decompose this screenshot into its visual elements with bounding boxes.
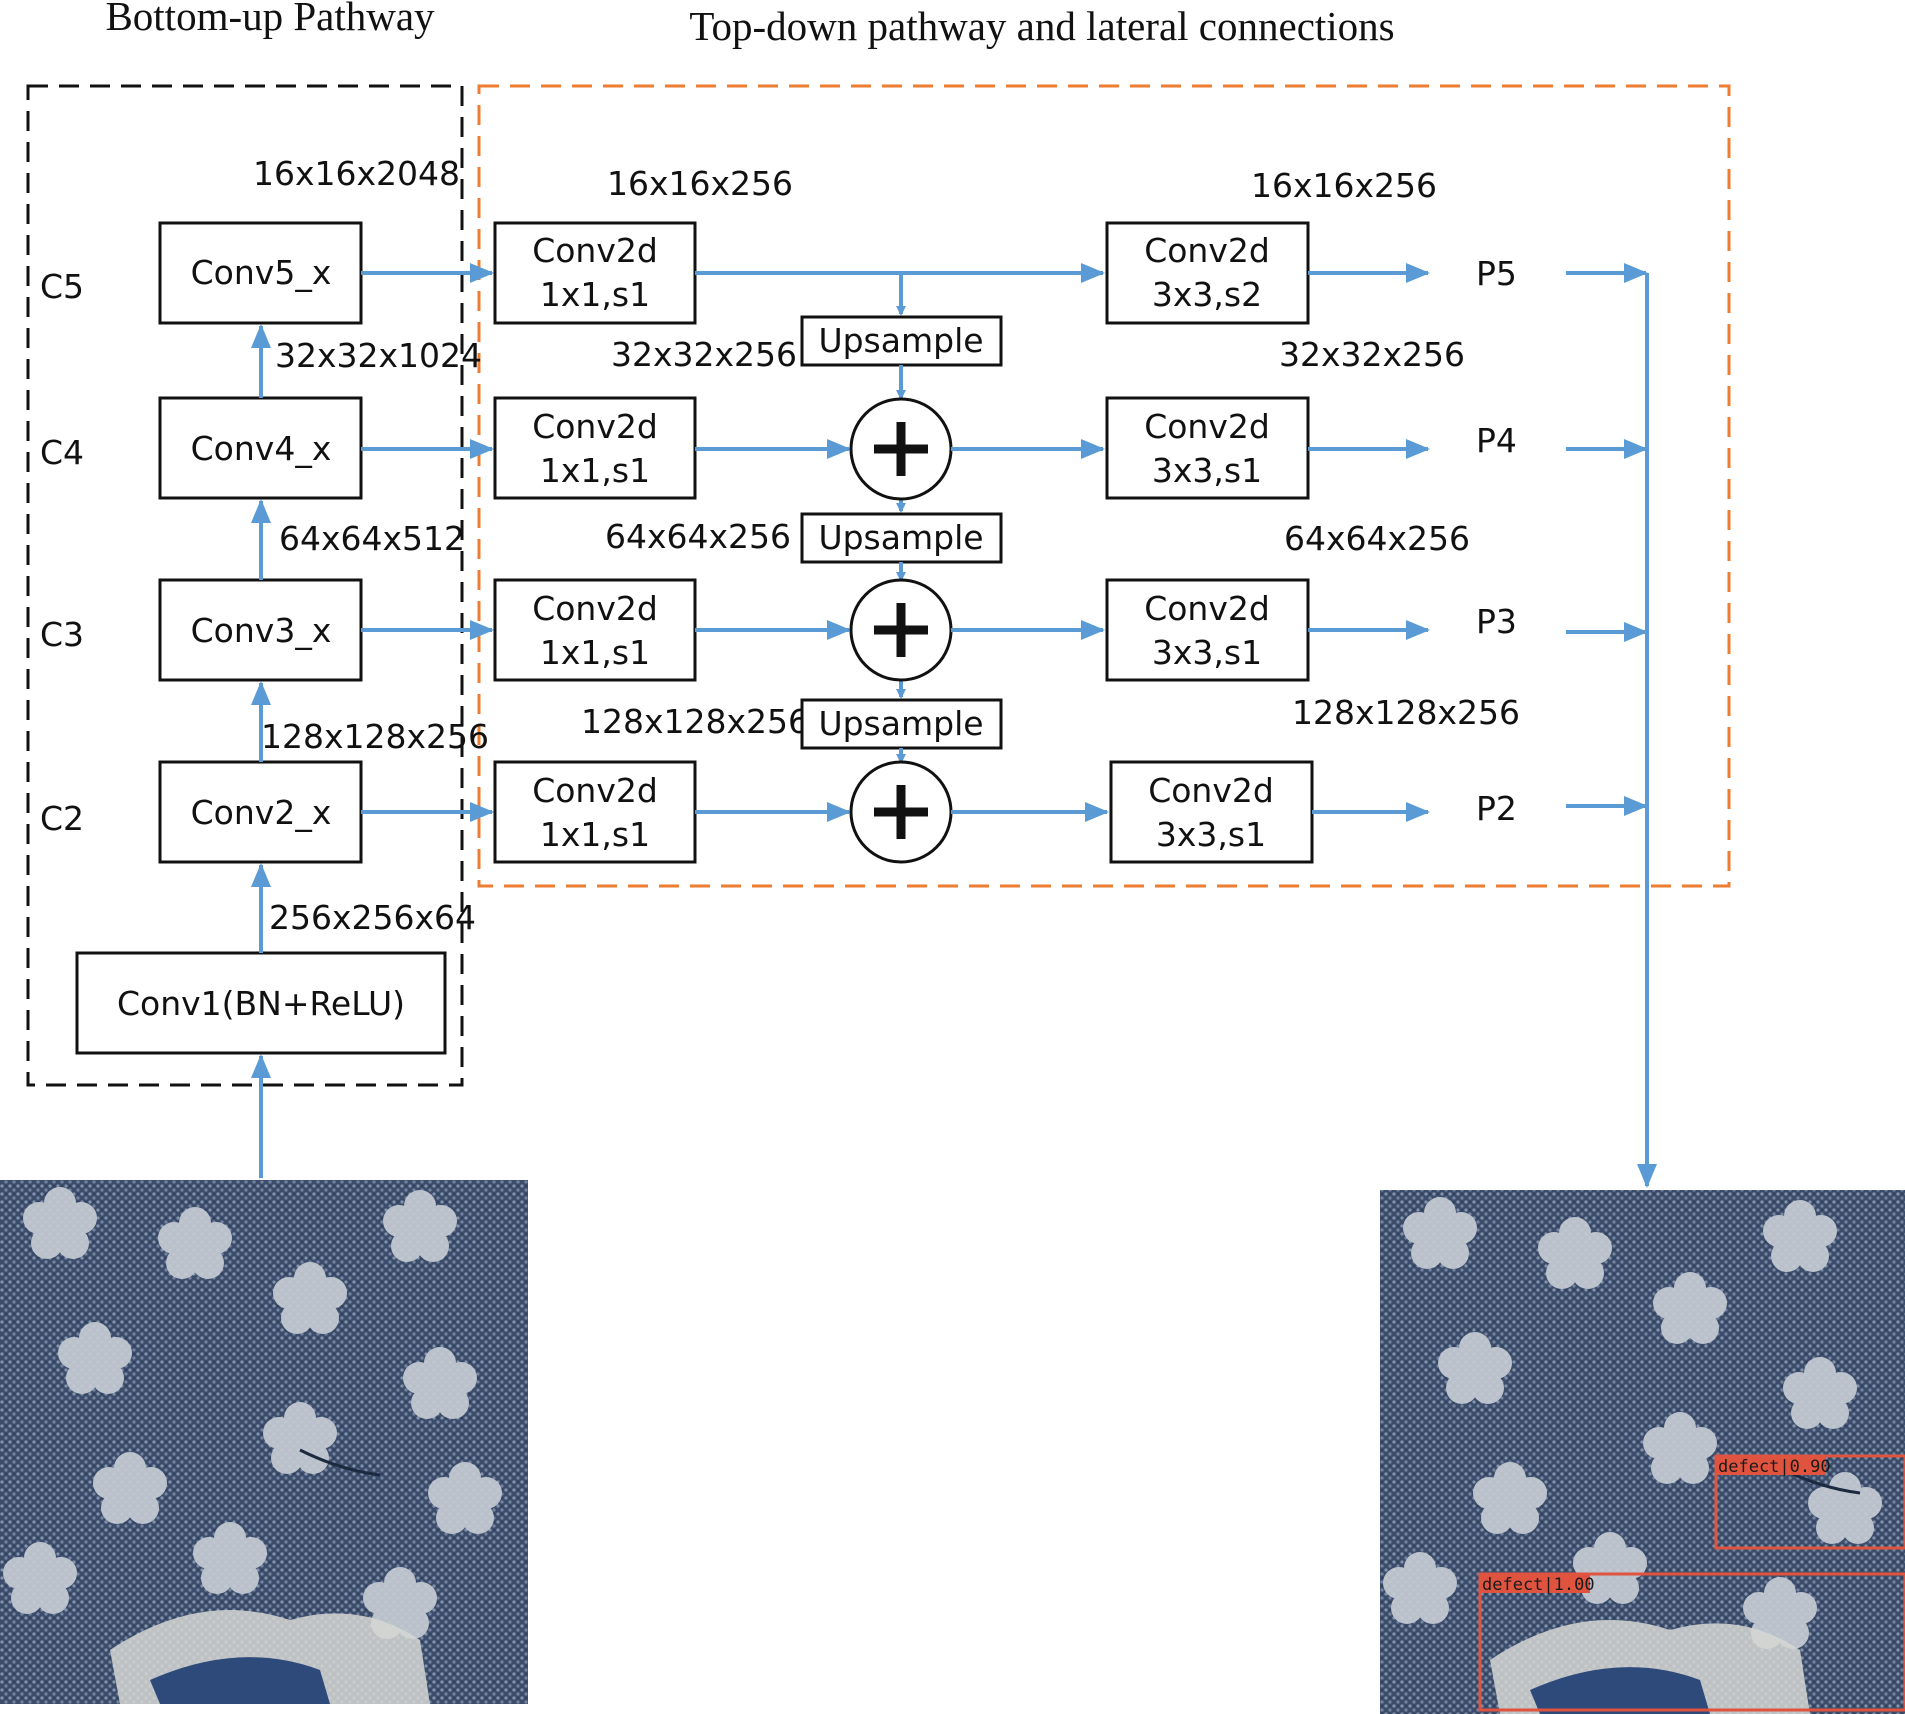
upsample-block-4 bbox=[800, 315, 1003, 367]
lateral-conv4-param: 1x1,s1 bbox=[540, 451, 650, 490]
upsample-label-2: Upsample bbox=[818, 704, 983, 743]
lateral-conv2-name: Conv2d bbox=[532, 771, 658, 810]
conv2-block bbox=[158, 760, 363, 864]
output-fabric-image bbox=[1380, 1190, 1905, 1714]
output-label-p4: P4 bbox=[1476, 421, 1517, 460]
dim-p3: 64x64x256 bbox=[1284, 519, 1470, 558]
upsample-label-3: Upsample bbox=[818, 518, 983, 557]
sum-node-2 bbox=[849, 760, 953, 864]
output-label-p2: P2 bbox=[1476, 789, 1517, 828]
smooth-conv2 bbox=[1109, 760, 1314, 864]
upsample-block-2 bbox=[800, 698, 1003, 750]
smooth-conv5-param: 3x3,s2 bbox=[1152, 275, 1262, 314]
detection-label-1: defect|0.90 bbox=[1718, 1457, 1831, 1477]
dim-p2: 128x128x256 bbox=[1292, 693, 1520, 732]
output-label-p3: P3 bbox=[1476, 602, 1517, 641]
smooth-conv3-param: 3x3,s1 bbox=[1152, 633, 1262, 672]
dim-p5: 16x16x256 bbox=[1251, 166, 1437, 205]
smooth-conv3 bbox=[1105, 578, 1310, 682]
detection-label-2: defect|1.00 bbox=[1482, 1575, 1595, 1595]
conv3-label: Conv3_x bbox=[191, 611, 332, 650]
smooth-conv2-param: 3x3,s1 bbox=[1156, 815, 1266, 854]
dim-c3-out: 64x64x512 bbox=[279, 519, 465, 558]
detection-box-2: defect|1.00 bbox=[1478, 1572, 1905, 1712]
bottom-up-border bbox=[26, 84, 464, 1087]
smooth-conv3-name: Conv2d bbox=[1144, 589, 1270, 628]
lateral-conv2-param: 1x1,s1 bbox=[540, 815, 650, 854]
lateral-conv5-param: 1x1,s1 bbox=[540, 275, 650, 314]
sum-node-4 bbox=[849, 397, 953, 501]
conv1-label: Conv1(BN+ReLU) bbox=[117, 984, 405, 1023]
dim-p4: 32x32x256 bbox=[1279, 335, 1465, 374]
conv3-block bbox=[158, 578, 363, 682]
lateral-conv3-param: 1x1,s1 bbox=[540, 633, 650, 672]
smooth-conv4-param: 3x3,s1 bbox=[1152, 451, 1262, 490]
lateral-conv5-name: Conv2d bbox=[532, 231, 658, 270]
dim-c4-out: 32x32x1024 bbox=[275, 336, 482, 375]
dim-c5-out: 16x16x2048 bbox=[253, 154, 460, 193]
lateral-conv5 bbox=[493, 221, 697, 325]
upsample-label-4: Upsample bbox=[818, 321, 983, 360]
stage-label-c2: C2 bbox=[40, 799, 84, 838]
conv4-label: Conv4_x bbox=[191, 429, 332, 468]
dim-lateral4: 32x32x256 bbox=[611, 335, 797, 374]
dim-lateral5: 16x16x256 bbox=[607, 164, 793, 203]
dim-c1-out: 256x256x64 bbox=[269, 898, 476, 937]
conv5-label: Conv5_x bbox=[191, 253, 332, 292]
conv2-label: Conv2_x bbox=[191, 793, 332, 832]
stage-label-c5: C5 bbox=[40, 267, 84, 306]
smooth-conv5 bbox=[1105, 221, 1310, 325]
lateral-conv4-name: Conv2d bbox=[532, 407, 658, 446]
output-label-p5: P5 bbox=[1476, 254, 1517, 293]
top-down-border bbox=[477, 84, 1731, 888]
lateral-conv3 bbox=[493, 578, 697, 682]
bottom-up-title: Bottom-up Pathway bbox=[105, 0, 435, 39]
top-down-title: Top-down pathway and lateral connections bbox=[689, 3, 1394, 49]
stage-label-c4: C4 bbox=[40, 433, 84, 472]
lateral-conv4 bbox=[493, 396, 697, 500]
input-fabric-image bbox=[0, 1180, 528, 1704]
dim-c2-out: 128x128x256 bbox=[261, 717, 489, 756]
smooth-conv4 bbox=[1105, 396, 1310, 500]
dim-lateral2: 128x128x256 bbox=[581, 702, 809, 741]
smooth-conv2-name: Conv2d bbox=[1148, 771, 1274, 810]
sum-node-3 bbox=[849, 578, 953, 682]
conv4-block bbox=[158, 396, 363, 500]
smooth-conv4-name: Conv2d bbox=[1144, 407, 1270, 446]
conv1-block bbox=[75, 951, 447, 1055]
detection-box-1: defect|0.90 bbox=[1714, 1454, 1905, 1550]
lateral-conv3-name: Conv2d bbox=[532, 589, 658, 628]
lateral-conv2 bbox=[493, 760, 697, 864]
stage-label-c3: C3 bbox=[40, 615, 84, 654]
smooth-conv5-name: Conv2d bbox=[1144, 231, 1270, 270]
dim-lateral3: 64x64x256 bbox=[605, 517, 791, 556]
